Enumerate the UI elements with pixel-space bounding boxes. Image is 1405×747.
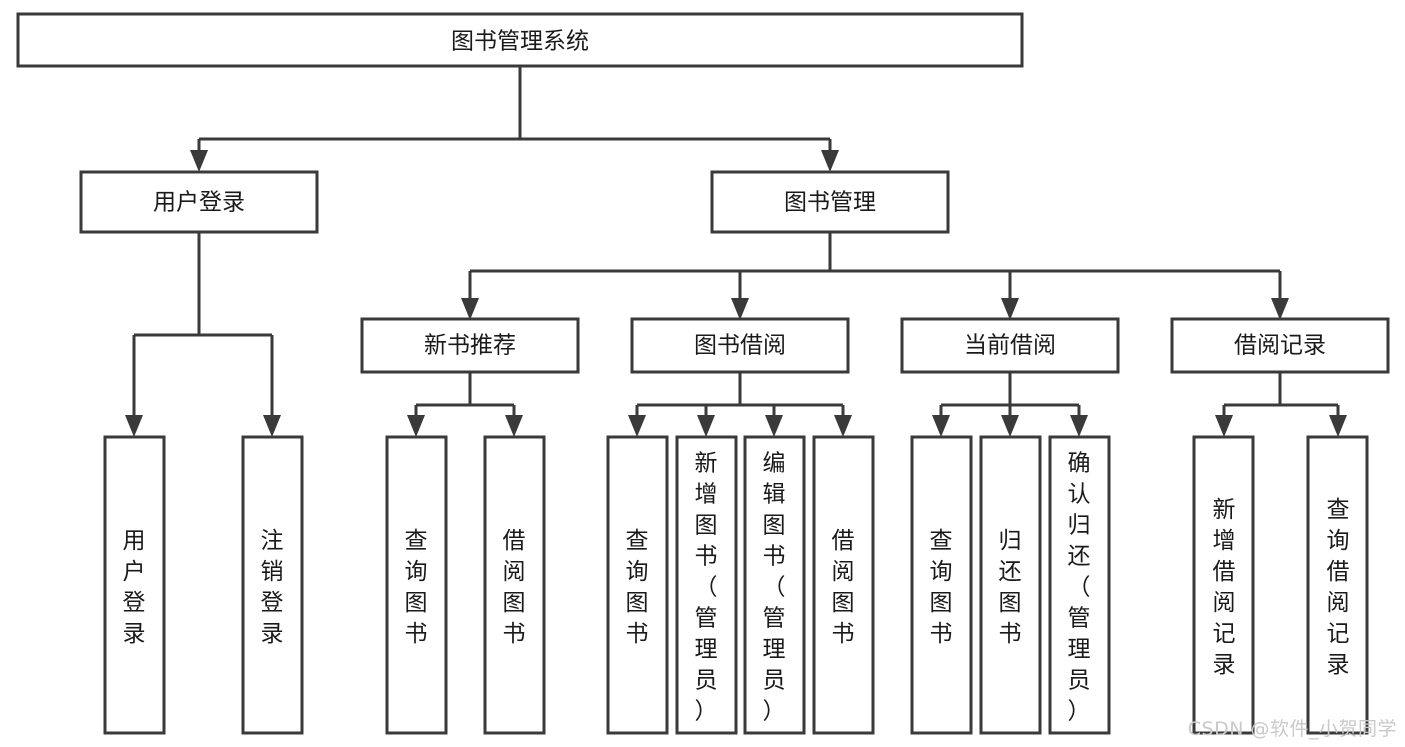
node-root[interactable]: 图书管理系统 [16, 12, 1024, 68]
node-borrow-record[interactable]: 借阅记录 [1170, 317, 1390, 374]
leaf-book-borrow-2[interactable]: 编辑图书（管理员） [743, 435, 806, 735]
leaf-new-book-1[interactable]: 借阅图书 [483, 435, 546, 735]
leaf-borrow-record-1-label: 查询借阅记录 [1327, 497, 1350, 678]
connector-group-user-login [125, 232, 281, 437]
leaf-borrow-record-0[interactable]: 新增借阅记录 [1192, 435, 1255, 735]
node-book-borrow[interactable]: 图书借阅 [630, 317, 850, 374]
leaf-user-login-0-label: 用户登录 [123, 528, 146, 647]
csdn-watermark: CSDN @软件_小贺同学 [1187, 718, 1397, 740]
leaf-book-borrow-1-label: 新增图书（管理员） [695, 451, 718, 725]
leaf-user-login-1[interactable]: 注销登录 [241, 435, 304, 735]
node-new-book-recommend-label: 新书推荐 [424, 333, 516, 359]
leaf-user-login-1-label: 注销登录 [261, 528, 284, 647]
node-book-manage[interactable]: 图书管理 [710, 170, 950, 234]
leaf-current-borrow-2-label: 确认归还（管理员） [1068, 451, 1091, 725]
leaf-book-borrow-2-label: 编辑图书（管理员） [763, 451, 786, 725]
node-book-manage-label: 图书管理 [784, 190, 876, 216]
leaf-book-borrow-1[interactable]: 新增图书（管理员） [675, 435, 738, 735]
leaf-current-borrow-2[interactable]: 确认归还（管理员） [1048, 435, 1111, 735]
connector-group-new-book [407, 372, 523, 437]
node-current-borrow-label: 当前借阅 [964, 333, 1056, 359]
leaf-current-borrow-1-label: 归还图书 [999, 528, 1022, 647]
connector-group-borrow-record [1215, 372, 1347, 437]
leaf-current-borrow-0-label: 查询图书 [930, 528, 953, 647]
leaf-borrow-record-1[interactable]: 查询借阅记录 [1306, 435, 1369, 735]
leaf-book-borrow-3-label: 借阅图书 [832, 528, 855, 647]
connector-group-book-borrow [628, 372, 852, 437]
leaf-new-book-1-label: 借阅图书 [503, 528, 526, 647]
node-user-login-label: 用户登录 [153, 190, 245, 216]
leaf-borrow-record-0-label: 新增借阅记录 [1213, 497, 1236, 678]
node-new-book-recommend[interactable]: 新书推荐 [360, 317, 580, 374]
node-borrow-record-label: 借阅记录 [1234, 333, 1326, 359]
connector-group-root [190, 66, 839, 172]
node-book-borrow-label: 图书借阅 [694, 333, 786, 359]
leaf-book-borrow-0-label: 查询图书 [626, 528, 649, 647]
node-root-label: 图书管理系统 [451, 29, 589, 55]
node-user-login[interactable]: 用户登录 [79, 170, 319, 234]
leaf-user-login-0[interactable]: 用户登录 [103, 435, 166, 735]
leaf-current-borrow-0[interactable]: 查询图书 [910, 435, 973, 735]
leaf-new-book-0-label: 查询图书 [405, 528, 428, 647]
connector-group-current-borrow [932, 372, 1088, 437]
leaf-current-borrow-1[interactable]: 归还图书 [979, 435, 1042, 735]
node-current-borrow[interactable]: 当前借阅 [900, 317, 1120, 374]
leaf-new-book-0[interactable]: 查询图书 [385, 435, 448, 735]
leaf-book-borrow-3[interactable]: 借阅图书 [812, 435, 875, 735]
leaf-book-borrow-0[interactable]: 查询图书 [606, 435, 669, 735]
connector-group-book-manage [461, 232, 1289, 320]
